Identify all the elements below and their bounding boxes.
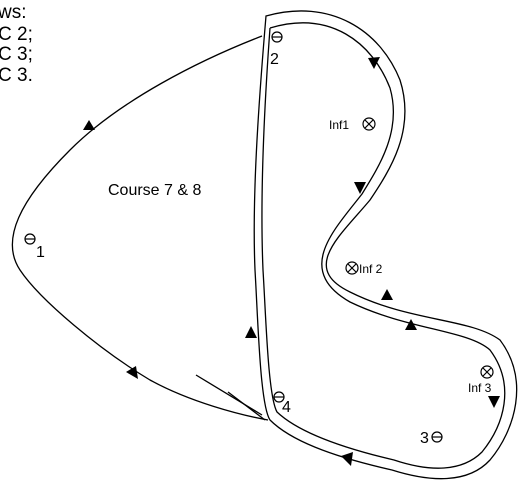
arrow-6: [341, 452, 353, 466]
mark-1-label: 1: [36, 244, 45, 261]
arrow-5: [488, 396, 500, 408]
mark-3-icon: [431, 431, 443, 443]
start-line: [195, 374, 263, 416]
mark-4-icon: [273, 391, 285, 403]
inf1-icon: [362, 117, 376, 131]
arrow-9: [126, 366, 138, 379]
arrow-2: [354, 182, 366, 194]
legend-line-3: C 3;: [0, 44, 33, 65]
legend-line-4: C 3.: [0, 65, 33, 86]
mark-2-icon: [271, 31, 283, 43]
inf3-label: Inf 3: [468, 381, 492, 395]
arrow-3: [381, 289, 393, 300]
mark-3-label: 3: [420, 430, 429, 447]
inf3-icon: [480, 365, 494, 379]
mark-1-icon: [24, 233, 36, 245]
course-label: Course 7 & 8: [108, 182, 201, 199]
legend-line-2: C 2;: [0, 24, 33, 45]
mark-2-label: 2: [270, 51, 279, 68]
inner-course-path: [261, 22, 506, 469]
arrow-1: [368, 57, 380, 69]
inf2-label: Inf 2: [359, 262, 383, 276]
legend-line-1: ws:: [0, 2, 27, 23]
arrow-8: [83, 120, 95, 130]
mark-4-label: 4: [282, 399, 291, 416]
inf1-label: Inf1: [329, 118, 349, 132]
arrow-4: [405, 319, 417, 330]
left-course-path: [11, 35, 269, 421]
finish-line: [227, 391, 266, 421]
inf2-icon: [345, 261, 359, 275]
arrow-7: [245, 326, 257, 338]
outer-course-path: [253, 10, 518, 480]
